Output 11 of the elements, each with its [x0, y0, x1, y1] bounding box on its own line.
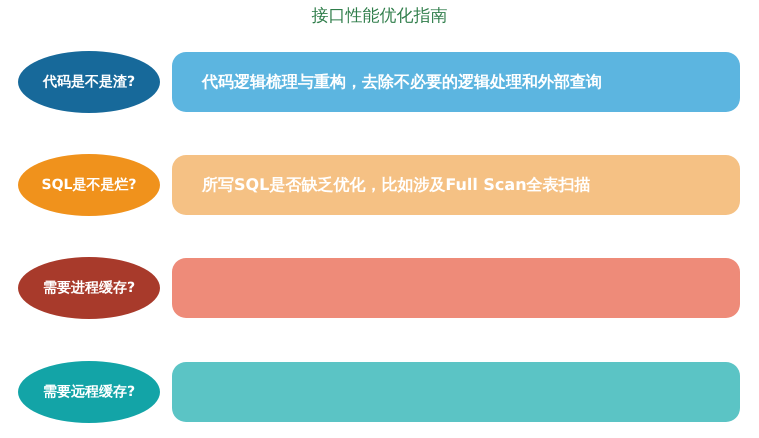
question-text: 需要远程缓存?: [42, 383, 136, 401]
answer-box: [172, 155, 740, 215]
answer-box: [172, 52, 740, 112]
diagram-title: 接口性能优化指南: [310, 5, 448, 27]
answer-box: [172, 362, 740, 422]
answer-box: [172, 258, 740, 318]
question-text: 需要进程缓存?: [42, 279, 136, 297]
answer-text: 代码逻辑梳理与重构，去除不必要的逻辑处理和外部查询: [202, 72, 602, 92]
question-text: SQL是不是烂?: [41, 176, 137, 194]
answer-text: 所写SQL是否缺乏优化，比如涉及Full Scan全表扫描: [202, 174, 591, 196]
question-text: 代码是不是渣?: [42, 73, 136, 91]
